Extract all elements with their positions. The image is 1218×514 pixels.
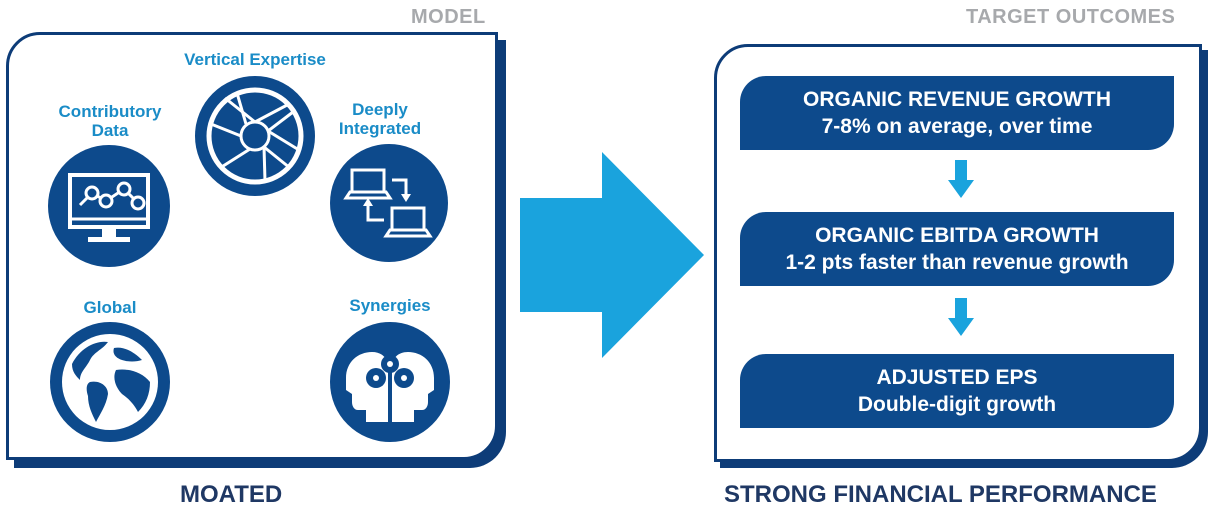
outcome-detail: 1-2 pts faster than revenue growth bbox=[785, 251, 1129, 274]
strong-financial-performance-footer: STRONG FINANCIAL PERFORMANCE bbox=[724, 481, 1157, 508]
outcome-title: ORGANIC EBITDA GROWTH bbox=[815, 224, 1099, 247]
globe-icon bbox=[50, 322, 170, 442]
contributory-label-line2: Data bbox=[91, 121, 129, 140]
deeply-integrated-label: Deeply Integrated bbox=[320, 100, 440, 138]
vertical-expertise-label: Vertical Expertise bbox=[184, 50, 326, 69]
synergies-label: Synergies bbox=[349, 296, 431, 315]
down-arrow-icon bbox=[948, 160, 974, 198]
moated-footer: MOATED bbox=[180, 481, 283, 508]
outcome-detail: 7-8% on average, over time bbox=[821, 115, 1093, 138]
aperture-icon bbox=[195, 76, 315, 196]
global-label: Global bbox=[83, 298, 137, 317]
outcome-box-revenue: ORGANIC REVENUE GROWTH 7-8% on average, … bbox=[740, 76, 1174, 150]
model-header: MODEL bbox=[411, 6, 486, 28]
heads-gears-icon bbox=[330, 322, 450, 442]
contributory-data-label: Contributory Data bbox=[20, 102, 200, 140]
big-right-arrow-icon bbox=[520, 152, 704, 358]
contributory-label-line1: Contributory bbox=[58, 102, 162, 121]
outcome-box-eps: ADJUSTED EPS Double-digit growth bbox=[740, 354, 1174, 428]
outcome-title: ORGANIC REVENUE GROWTH bbox=[802, 88, 1111, 111]
outcome-box-ebitda: ORGANIC EBITDA GROWTH 1-2 pts faster tha… bbox=[740, 212, 1174, 286]
integrated-label-line2: Integrated bbox=[338, 119, 422, 138]
integrated-label-line1: Deeply bbox=[352, 100, 408, 119]
outcome-title: ADJUSTED EPS bbox=[876, 366, 1038, 389]
laptops-sync-icon bbox=[330, 144, 448, 262]
outcome-detail: Double-digit growth bbox=[857, 393, 1057, 416]
target-outcomes-header: TARGET OUTCOMES bbox=[966, 6, 1176, 28]
down-arrow-icon bbox=[948, 298, 974, 336]
monitor-chart-icon bbox=[48, 145, 170, 267]
